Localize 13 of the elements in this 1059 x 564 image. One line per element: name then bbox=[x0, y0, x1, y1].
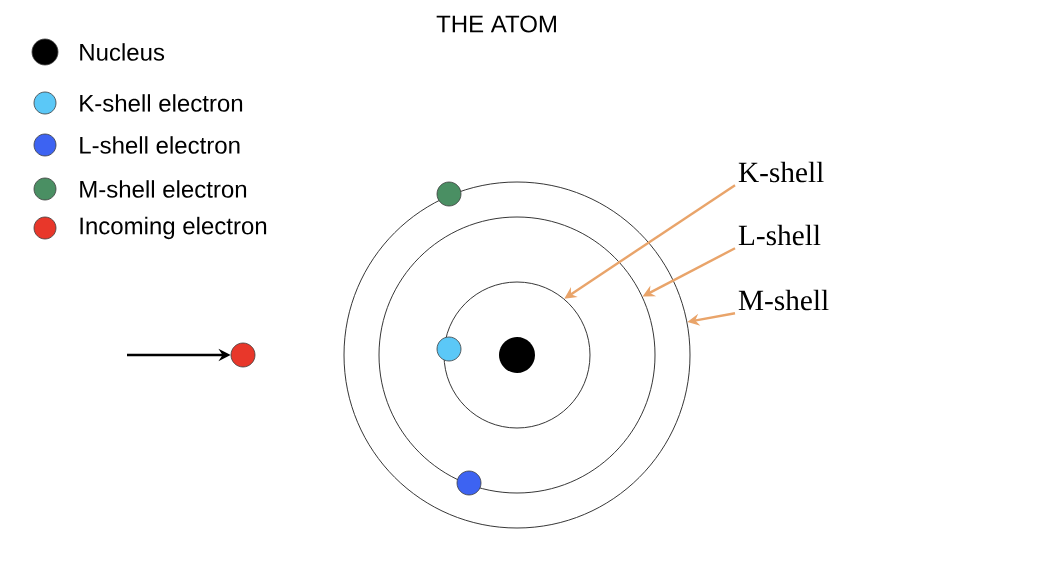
orbit-circle bbox=[343, 181, 691, 529]
orbit-circle bbox=[378, 216, 656, 494]
orbit-circle bbox=[443, 281, 591, 429]
legend-label: K-shell electron bbox=[80, 94, 243, 112]
shell-label: K-shell bbox=[738, 161, 824, 183]
legend-label: Incoming electron bbox=[80, 216, 267, 240]
legend-label: L-shell electron bbox=[80, 136, 240, 154]
legend-label: Nucleus bbox=[80, 43, 165, 61]
shell-label: L-shell bbox=[738, 224, 821, 246]
shell-label: M-shell bbox=[738, 289, 829, 311]
title: THE ATOM bbox=[436, 15, 556, 33]
legend-label: M-shell electron bbox=[80, 180, 247, 198]
electron bbox=[230, 342, 256, 368]
